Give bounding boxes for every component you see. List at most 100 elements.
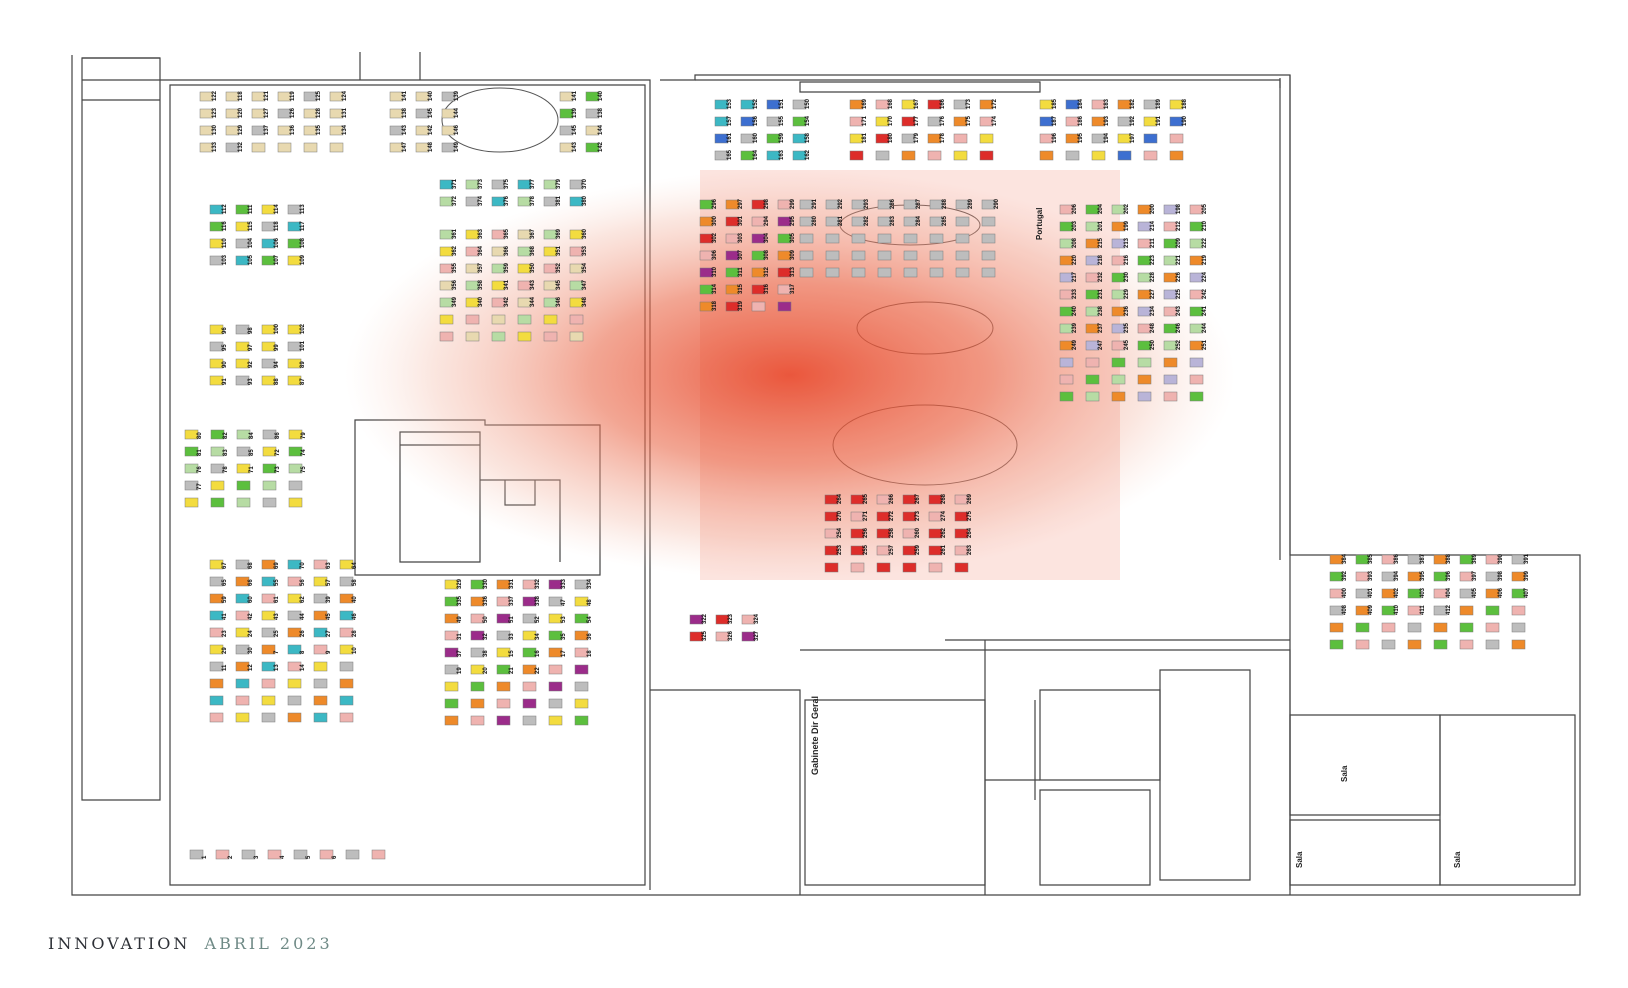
desk[interactable] <box>1059 204 1074 215</box>
desk[interactable] <box>751 199 766 210</box>
desk[interactable] <box>825 216 840 227</box>
desk[interactable] <box>979 116 994 127</box>
desk[interactable] <box>725 284 740 295</box>
desk[interactable] <box>235 644 250 655</box>
desk[interactable] <box>251 108 266 119</box>
desk[interactable] <box>210 463 225 474</box>
desk[interactable] <box>1137 238 1152 249</box>
desk[interactable] <box>313 712 328 723</box>
desk[interactable] <box>1189 204 1204 215</box>
desk[interactable] <box>209 358 224 369</box>
desk[interactable] <box>1085 374 1100 385</box>
desk[interactable] <box>210 497 225 508</box>
desk[interactable] <box>441 142 456 153</box>
desk[interactable] <box>699 233 714 244</box>
desk[interactable] <box>1039 133 1054 144</box>
desk[interactable] <box>1485 554 1500 565</box>
desk[interactable] <box>955 199 970 210</box>
desk[interactable] <box>522 681 537 692</box>
desk[interactable] <box>261 358 276 369</box>
desk[interactable] <box>241 849 256 860</box>
desk[interactable] <box>714 133 729 144</box>
desk[interactable] <box>559 108 574 119</box>
desk[interactable] <box>714 116 729 127</box>
desk[interactable] <box>1059 340 1074 351</box>
desk[interactable] <box>1085 357 1100 368</box>
desk[interactable] <box>1059 391 1074 402</box>
desk[interactable] <box>543 263 558 274</box>
desk[interactable] <box>569 229 584 240</box>
desk[interactable] <box>522 664 537 675</box>
desk[interactable] <box>261 559 276 570</box>
desk[interactable] <box>901 150 916 161</box>
desk[interactable] <box>1137 221 1152 232</box>
desk[interactable] <box>522 698 537 709</box>
desk[interactable] <box>1433 588 1448 599</box>
desk[interactable] <box>825 233 840 244</box>
desk[interactable] <box>439 229 454 240</box>
desk[interactable] <box>1407 571 1422 582</box>
desk[interactable] <box>1163 272 1178 283</box>
desk[interactable] <box>517 314 532 325</box>
desk[interactable] <box>470 715 485 726</box>
desk[interactable] <box>574 630 589 641</box>
desk[interactable] <box>261 593 276 604</box>
desk[interactable] <box>287 358 302 369</box>
desk[interactable] <box>1511 588 1526 599</box>
desk[interactable] <box>574 664 589 675</box>
desk[interactable] <box>1137 340 1152 351</box>
desk[interactable] <box>491 263 506 274</box>
desk[interactable] <box>1085 306 1100 317</box>
desk[interactable] <box>235 204 250 215</box>
desk[interactable] <box>954 545 969 556</box>
desk[interactable] <box>954 511 969 522</box>
desk[interactable] <box>699 199 714 210</box>
desk[interactable] <box>1111 255 1126 266</box>
desk[interactable] <box>981 199 996 210</box>
desk[interactable] <box>955 267 970 278</box>
desk[interactable] <box>901 116 916 127</box>
desk[interactable] <box>1485 605 1500 616</box>
desk[interactable] <box>929 267 944 278</box>
desk[interactable] <box>1039 116 1054 127</box>
desk[interactable] <box>1059 238 1074 249</box>
desk[interactable] <box>209 695 224 706</box>
desk[interactable] <box>465 263 480 274</box>
desk[interactable] <box>491 179 506 190</box>
desk[interactable] <box>199 91 214 102</box>
desk[interactable] <box>954 528 969 539</box>
desk[interactable] <box>522 596 537 607</box>
desk[interactable] <box>725 216 740 227</box>
desk[interactable] <box>902 528 917 539</box>
desk[interactable] <box>1065 150 1080 161</box>
desk[interactable] <box>1355 571 1370 582</box>
desk[interactable] <box>287 238 302 249</box>
desk[interactable] <box>792 133 807 144</box>
desk[interactable] <box>1189 255 1204 266</box>
desk[interactable] <box>792 116 807 127</box>
desk[interactable] <box>235 610 250 621</box>
desk[interactable] <box>288 446 303 457</box>
desk[interactable] <box>1485 639 1500 650</box>
desk[interactable] <box>902 545 917 556</box>
desk[interactable] <box>339 661 354 672</box>
desk[interactable] <box>496 579 511 590</box>
desk[interactable] <box>209 644 224 655</box>
desk[interactable] <box>1085 221 1100 232</box>
desk[interactable] <box>339 678 354 689</box>
desk[interactable] <box>287 576 302 587</box>
desk[interactable] <box>1117 133 1132 144</box>
desk[interactable] <box>902 511 917 522</box>
desk[interactable] <box>875 99 890 110</box>
desk[interactable] <box>1059 357 1074 368</box>
desk[interactable] <box>236 446 251 457</box>
desk[interactable] <box>751 250 766 261</box>
desk[interactable] <box>877 233 892 244</box>
desk[interactable] <box>569 331 584 342</box>
desk[interactable] <box>235 678 250 689</box>
desk[interactable] <box>1189 357 1204 368</box>
desk[interactable] <box>824 545 839 556</box>
desk[interactable] <box>824 511 839 522</box>
desk[interactable] <box>261 576 276 587</box>
desk[interactable] <box>496 664 511 675</box>
